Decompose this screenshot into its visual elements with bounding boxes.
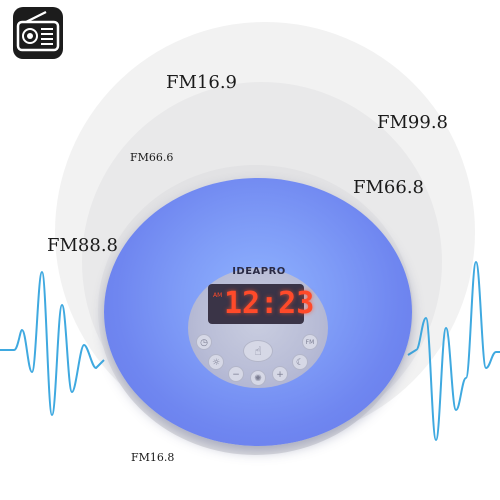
touch-hand-icon: ☝ bbox=[243, 340, 273, 362]
frequency-label: FM16.8 bbox=[131, 451, 175, 464]
brand-logo: IDEAPRO bbox=[232, 266, 286, 277]
minus-icon: − bbox=[228, 366, 244, 382]
brightness-icon: ☼ bbox=[208, 354, 224, 370]
moon-icon: ☾ bbox=[292, 354, 308, 370]
alarm-clock-icon: ◷ bbox=[196, 334, 212, 350]
frequency-label: FM16.9 bbox=[166, 72, 237, 93]
radio-icon bbox=[13, 7, 63, 59]
plus-icon: + bbox=[272, 366, 288, 382]
clock-time: 12:23 bbox=[224, 286, 315, 321]
frequency-label: FM99.8 bbox=[377, 112, 448, 133]
fm-radio-icon: FM bbox=[302, 334, 318, 350]
am-indicator: AM bbox=[213, 292, 223, 299]
sun-icon: ✺ bbox=[250, 370, 266, 386]
clock-display bbox=[208, 284, 304, 324]
frequency-label: FM66.6 bbox=[130, 151, 174, 164]
frequency-label: FM88.8 bbox=[47, 235, 118, 256]
frequency-label: FM66.8 bbox=[353, 177, 424, 198]
